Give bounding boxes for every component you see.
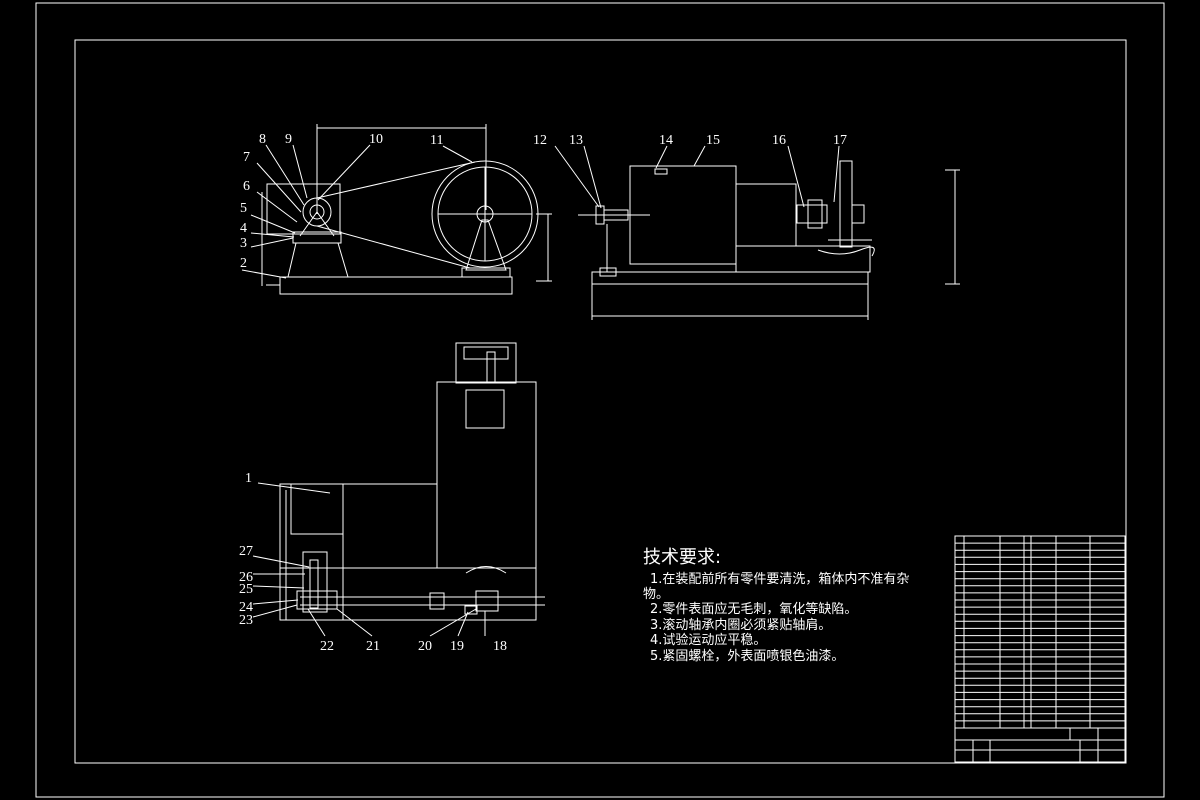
callout-26: 26	[239, 570, 253, 585]
callout-19: 19	[450, 639, 464, 654]
technical-requirements: 技术要求: 1.在装配前所有零件要清洗，箱体内不准有杂 物。 2.零件表面应无毛…	[643, 547, 909, 664]
callout-22: 22	[320, 639, 334, 654]
parts-list-table	[954, 535, 1126, 763]
callout-9: 9	[285, 132, 292, 147]
callout-12: 12	[533, 133, 547, 148]
inner-frame	[74, 39, 1127, 764]
callout-6: 6	[243, 179, 250, 194]
callout-13: 13	[569, 133, 583, 148]
callout-2: 2	[240, 256, 247, 271]
requirement-line-6: 5.紧固螺栓，外表面喷银色油漆。	[650, 648, 844, 664]
callout-10: 10	[369, 132, 383, 147]
top-view	[279, 342, 545, 621]
callout-25: 25	[239, 582, 253, 597]
callout-21: 21	[366, 639, 380, 654]
callout-16: 16	[772, 133, 786, 148]
side-view	[578, 160, 960, 320]
callout-15: 15	[706, 133, 720, 148]
leader-lines	[241, 144, 840, 637]
requirement-line-1: 1.在装配前所有零件要清洗，箱体内不准有杂	[650, 571, 909, 587]
front-view	[261, 124, 552, 295]
callout-14: 14	[659, 133, 673, 148]
requirement-line-5: 4.试验运动应平稳。	[650, 632, 766, 648]
callout-24: 24	[239, 600, 253, 615]
requirements-title: 技术要求:	[643, 547, 721, 568]
callout-3: 3	[240, 236, 247, 251]
callout-4: 4	[240, 221, 247, 236]
callout-17: 17	[833, 133, 847, 148]
callout-5: 5	[240, 201, 247, 216]
callout-27: 27	[239, 544, 253, 559]
callout-8: 8	[259, 132, 266, 147]
callout-11: 11	[430, 133, 443, 148]
callout-numbers: 1 2 3 4 5 6 7 8 9 10 11 12 13 14 15 16 1…	[239, 132, 847, 654]
requirement-line-3: 2.零件表面应无毛刺，氧化等缺陷。	[650, 601, 857, 617]
callout-1: 1	[245, 471, 252, 486]
requirement-line-4: 3.滚动轴承内圈必须紧贴轴肩。	[650, 617, 831, 633]
callout-20: 20	[418, 639, 432, 654]
outer-border	[35, 2, 1165, 798]
callout-7: 7	[243, 150, 250, 165]
callout-23: 23	[239, 613, 253, 628]
requirement-line-2: 物。	[643, 587, 669, 602]
callout-18: 18	[493, 639, 507, 654]
